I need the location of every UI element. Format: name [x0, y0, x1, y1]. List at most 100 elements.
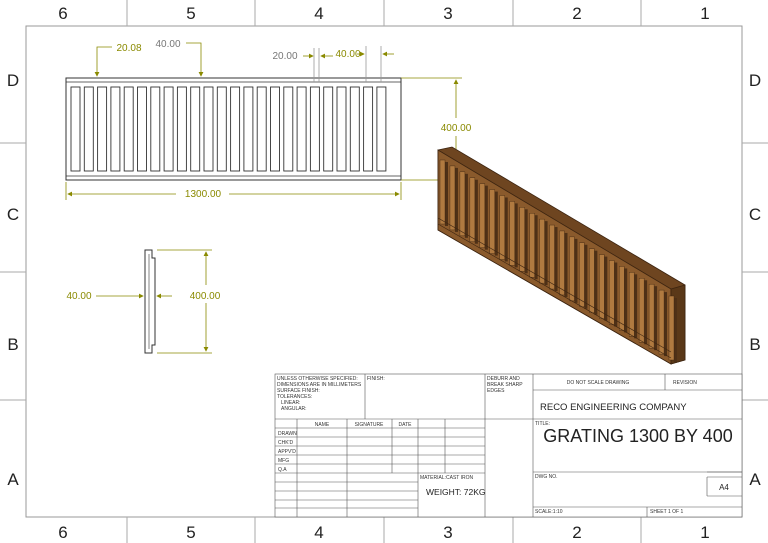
dim-height-iso: 400.00 — [441, 123, 472, 134]
tb-do-not-scale: DO NOT SCALE DRAWING — [567, 380, 630, 386]
grating-slot — [363, 86, 374, 172]
grating-slot — [83, 86, 94, 172]
tb-note: SURFACE FINISH: — [277, 388, 320, 394]
zone-col-top: 3 — [443, 4, 452, 23]
grating-slot — [190, 86, 201, 172]
zone-row-right: A — [749, 470, 761, 489]
grating-bar — [628, 272, 638, 339]
zone-col-bottom: 3 — [443, 523, 452, 542]
grating-bar — [559, 230, 568, 297]
tb-note: TOLERANCES: — [277, 394, 312, 400]
grating-bar — [569, 236, 578, 303]
tb-note: ANGULAR: — [281, 406, 307, 412]
top-dimensions — [65, 42, 462, 200]
zone-col-bottom: 5 — [186, 523, 195, 542]
tb-deburr: BREAK SHARP — [487, 382, 523, 388]
grating-slot — [296, 86, 307, 172]
dim-top-bar-pitch: 40.00 — [155, 39, 180, 50]
tb-material: MATERIAL:CAST IRON — [420, 475, 474, 481]
tb-role: MFG — [278, 458, 289, 464]
top-view-slots — [70, 86, 387, 172]
grating-slot — [336, 86, 347, 172]
tb-sheet: SHEET 1 OF 1 — [650, 509, 683, 515]
zone-row-left: C — [7, 205, 19, 224]
grating-slot — [283, 86, 294, 172]
grating-bar — [439, 159, 448, 226]
grating-bar — [449, 165, 458, 232]
grating-slot — [150, 86, 161, 172]
zone-row-left: D — [7, 71, 19, 90]
grating-bar — [609, 260, 618, 327]
side-view — [144, 249, 156, 354]
grating-slot — [110, 86, 121, 172]
isometric-view — [437, 146, 686, 365]
title-block — [274, 373, 743, 518]
grating-slot — [309, 86, 320, 172]
tb-header: NAME — [315, 422, 330, 428]
zone-col-bottom: 2 — [572, 523, 581, 542]
tb-header: SIGNATURE — [355, 422, 384, 428]
zone-col-bottom: 1 — [700, 523, 709, 542]
tb-scale: SCALE:1:10 — [535, 509, 563, 515]
dim-top-gap: 20.00 — [272, 51, 297, 62]
tb-deburr: EDGES — [487, 388, 505, 394]
grating-bar — [469, 177, 478, 244]
zone-row-right: C — [749, 205, 761, 224]
zone-col-bottom: 4 — [314, 523, 323, 542]
tb-note: LINEAR: — [281, 400, 300, 406]
grating-bar — [619, 266, 628, 333]
tb-role: DRAWN — [278, 431, 297, 437]
grating-slot — [137, 86, 147, 172]
grating-slot — [270, 86, 280, 172]
grating-bar — [648, 283, 658, 351]
tb-title: GRATING 1300 BY 400 — [543, 427, 733, 446]
grating-bar — [658, 289, 668, 357]
grating-bar — [579, 242, 588, 309]
zone-col-bottom: 6 — [58, 523, 67, 542]
tb-role: Q.A — [278, 467, 287, 473]
grating-bar — [489, 189, 498, 256]
grating-slot — [243, 86, 254, 172]
tb-role: APPV'D — [278, 449, 296, 455]
grating-bar — [638, 278, 648, 345]
grating-slot — [256, 86, 267, 172]
grating-bar — [668, 295, 677, 362]
grating-slot — [97, 86, 108, 172]
zone-col-top: 2 — [572, 4, 581, 23]
tb-dwg-label: DWG NO. — [535, 474, 558, 480]
tb-title-label: TITLE: — [535, 421, 550, 427]
dim-side-thickness: 40.00 — [66, 291, 91, 302]
grating-slot — [216, 86, 227, 172]
tb-header: DATE — [399, 422, 413, 428]
zone-row-left: A — [7, 470, 19, 489]
tb-weight: WEIGHT: 72KG — [426, 487, 486, 497]
grating-bar — [509, 201, 518, 268]
tb-note: UNLESS OTHERWISE SPECIFIED: — [277, 376, 358, 382]
dim-top-left-bar: 20.08 — [116, 43, 141, 54]
tb-revision-label: REVISION — [673, 380, 697, 386]
grating-bar — [459, 171, 468, 238]
isometric-bars — [439, 159, 677, 362]
tb-finish-label: FINISH: — [367, 376, 385, 382]
tb-size: A4 — [719, 483, 729, 492]
tb-note: DIMENSIONS ARE IN MILLIMETERS — [277, 382, 362, 388]
zone-col-top: 5 — [186, 4, 195, 23]
zone-col-top: 6 — [58, 4, 67, 23]
grating-slot — [176, 86, 187, 172]
tb-company: RECO ENGINEERING COMPANY — [540, 402, 687, 413]
grating-slot — [349, 86, 360, 172]
grating-bar — [519, 207, 528, 274]
side-dimensions — [96, 249, 212, 354]
zone-col-top: 1 — [700, 4, 709, 23]
grating-slot — [203, 86, 214, 172]
zone-row-right: D — [749, 71, 761, 90]
dim-top-right-pitch: 40.00 — [335, 49, 360, 60]
grating-bar — [589, 248, 598, 315]
dim-overall-length: 1300.00 — [185, 189, 222, 200]
top-view — [65, 77, 402, 181]
zone-row-left: B — [7, 335, 18, 354]
zone-row-right: B — [749, 335, 760, 354]
grating-bar — [529, 213, 538, 280]
